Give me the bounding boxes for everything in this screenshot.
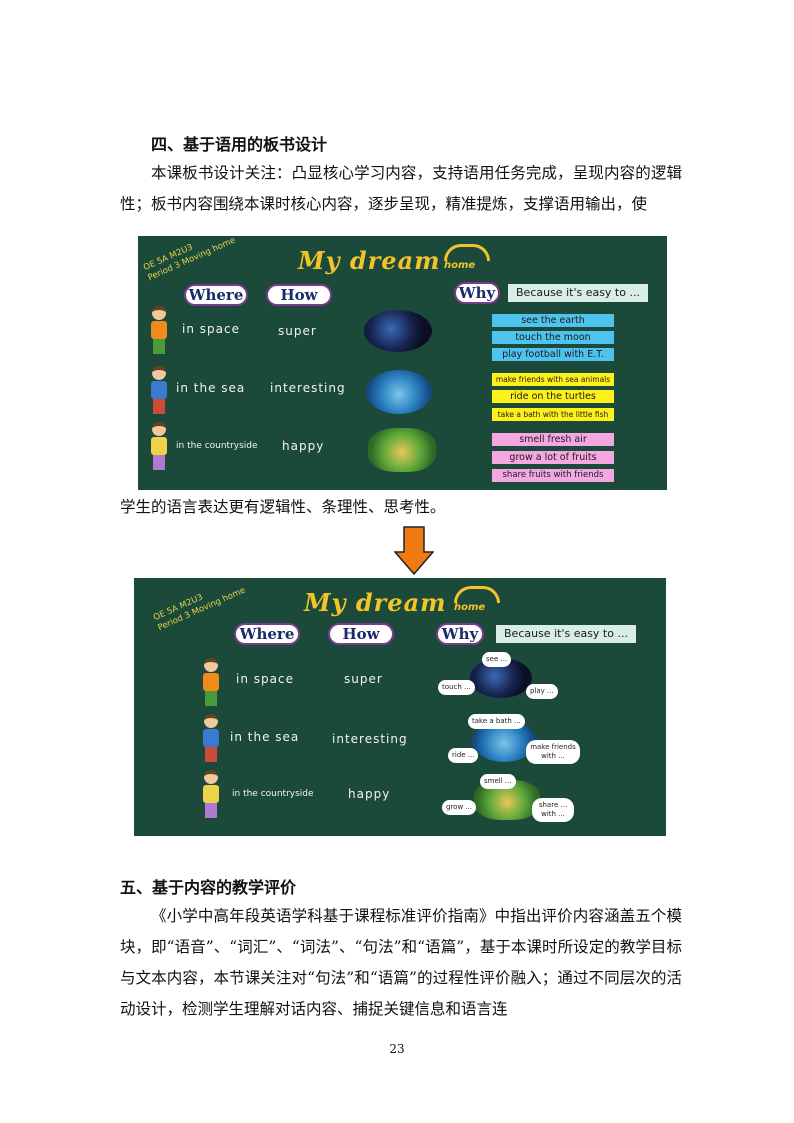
down-arrow-icon bbox=[394, 526, 434, 576]
board-title: My dream bbox=[298, 246, 441, 275]
reason-space-1: see the earth bbox=[492, 314, 614, 327]
girl-purple-icon bbox=[200, 770, 222, 820]
row-how-sea: interesting bbox=[332, 732, 408, 746]
boy-blue-icon bbox=[148, 366, 170, 416]
why-bubble: Why bbox=[454, 282, 500, 304]
reason-country-2: grow a lot of fruits bbox=[492, 451, 614, 464]
boy-orange-icon bbox=[148, 306, 170, 356]
cloud-country-grow: grow ... bbox=[442, 800, 477, 815]
reason-sea-2: ride on the turtles bbox=[492, 390, 614, 403]
row-where-countryside: in the countryside bbox=[232, 789, 314, 799]
because-banner: Because it's easy to ... bbox=[508, 284, 648, 302]
where-bubble: Where bbox=[234, 623, 300, 645]
reason-sea-1: make friends with sea animals bbox=[492, 373, 614, 386]
board-title: My dream bbox=[304, 588, 447, 617]
cloud-country-smell: smell ... bbox=[480, 774, 516, 789]
section4-paragraph-cont: 学生的语言表达更有逻辑性、条理性、思考性。 bbox=[120, 498, 446, 516]
row-where-sea: in the sea bbox=[176, 381, 246, 395]
reason-space-3: play football with E.T. bbox=[492, 348, 614, 361]
row-how-sea: interesting bbox=[270, 381, 346, 395]
because-banner: Because it's easy to ... bbox=[496, 625, 636, 643]
row-where-space: in space bbox=[182, 322, 240, 336]
why-bubble: Why bbox=[436, 623, 484, 645]
house-icon bbox=[454, 586, 500, 603]
section5-paragraph: 《小学中高年段英语学科基于课程标准评价指南》中指出评价内容涵盖五个模块，即“语音… bbox=[120, 907, 682, 1018]
space-picture bbox=[364, 310, 432, 352]
how-bubble: How bbox=[266, 284, 332, 306]
board-title-home: home bbox=[444, 260, 476, 271]
reason-sea-3: take a bath with the little fish bbox=[492, 408, 614, 421]
cloud-sea-bath: take a bath ... bbox=[468, 714, 525, 729]
cloud-sea-ride: ride ... bbox=[448, 748, 479, 763]
row-how-countryside: happy bbox=[348, 787, 391, 801]
where-bubble: Where bbox=[184, 284, 248, 306]
girl-purple-icon bbox=[148, 422, 170, 472]
row-where-space: in space bbox=[236, 672, 294, 686]
page-number: 23 bbox=[389, 1042, 405, 1056]
boy-orange-icon bbox=[200, 658, 222, 708]
countryside-picture bbox=[368, 428, 436, 472]
house-icon bbox=[444, 244, 490, 261]
reason-country-3: share fruits with friends bbox=[492, 469, 614, 482]
board-title-home: home bbox=[454, 602, 486, 613]
section4-heading: 四、基于语用的板书设计 bbox=[151, 135, 328, 154]
reason-space-2: touch the moon bbox=[492, 331, 614, 344]
section4-paragraph: 本课板书设计关注：凸显核心学习内容，支持语用任务完成，呈现内容的逻辑性；板书内容… bbox=[120, 164, 682, 213]
cloud-space-play: play ... bbox=[526, 684, 558, 699]
cloud-country-share: share ... with ... bbox=[532, 798, 574, 822]
boy-blue-icon bbox=[200, 714, 222, 764]
row-how-countryside: happy bbox=[282, 439, 325, 453]
row-how-space: super bbox=[344, 672, 383, 686]
how-bubble: How bbox=[328, 623, 394, 645]
row-where-countryside: in the countryside bbox=[176, 441, 258, 451]
cloud-sea-friends: make friends with ... bbox=[526, 740, 580, 764]
cloud-space-see: see ... bbox=[482, 652, 512, 667]
row-how-space: super bbox=[278, 324, 317, 338]
row-where-sea: in the sea bbox=[230, 730, 300, 744]
sea-picture bbox=[366, 370, 432, 414]
section5-heading: 五、基于内容的教学评价 bbox=[120, 878, 297, 897]
cloud-space-touch: touch ... bbox=[438, 680, 475, 695]
reason-country-1: smell fresh air bbox=[492, 433, 614, 446]
